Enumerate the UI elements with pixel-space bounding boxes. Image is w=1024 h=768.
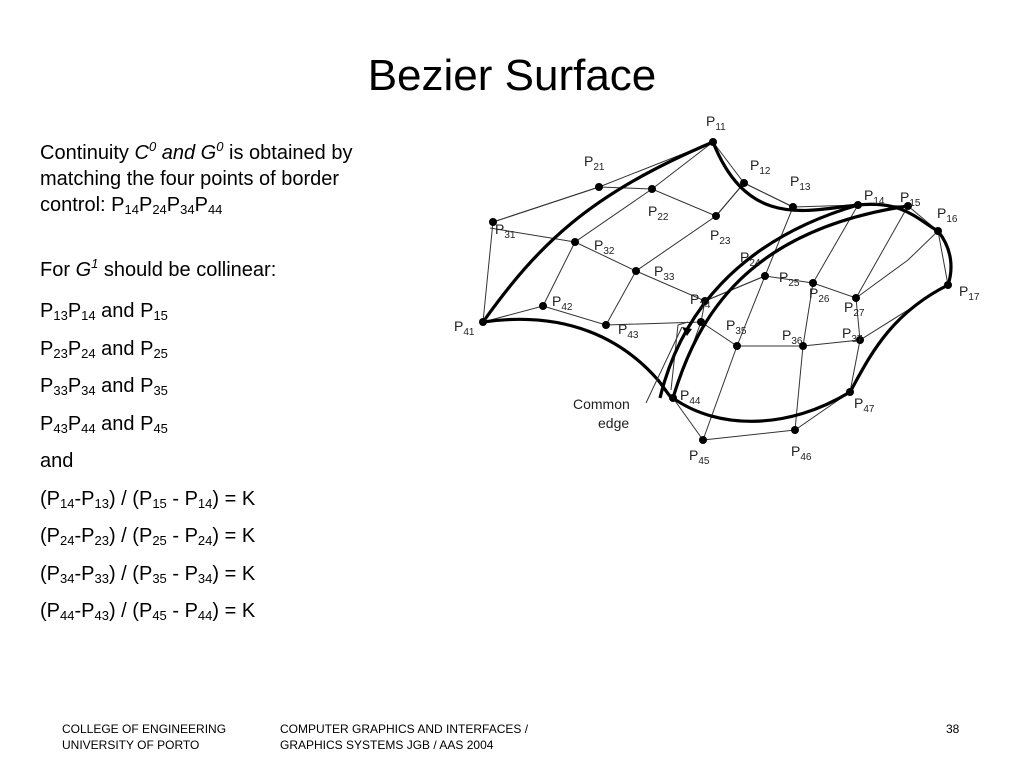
point-label: P16 (937, 205, 958, 225)
control-point (669, 394, 677, 402)
ratio-row-4: (P44-P43) / (P45 - P44) = K (40, 600, 256, 623)
control-points (479, 138, 952, 444)
common-edge-label-1: Common (573, 396, 630, 412)
collinear-row-3: P33P34 and P35 (40, 375, 168, 398)
point-label: P25 (779, 269, 800, 289)
control-point (789, 203, 797, 211)
control-line: control: P14P24P34P44 (40, 194, 223, 217)
control-point (854, 201, 862, 209)
point-label: P36 (782, 327, 803, 347)
control-point (595, 183, 603, 191)
point-label: P11 (706, 113, 726, 133)
control-point (571, 238, 579, 246)
surface-boundary (481, 140, 953, 423)
and-line: and (40, 450, 74, 472)
point-label: P42 (552, 293, 573, 313)
control-point (733, 342, 741, 350)
point-label: P45 (689, 447, 710, 467)
control-point (904, 202, 912, 210)
footer-middle: COMPUTER GRAPHICS AND INTERFACES / GRAPH… (280, 722, 529, 752)
point-label: P37 (842, 325, 863, 345)
point-label: P13 (790, 173, 811, 193)
ratio-row-1: (P14-P13) / (P15 - P14) = K (40, 487, 256, 511)
slide-body: Continuity C0 and G0 is obtained by matc… (40, 140, 460, 631)
control-point (697, 318, 705, 326)
control-point (799, 342, 807, 350)
point-label: P24 (740, 249, 761, 269)
control-point (602, 321, 610, 329)
control-point (489, 218, 497, 226)
point-label: P15 (900, 189, 921, 209)
ratio-row-3: (P34-P33) / (P35 - P34) = K (40, 562, 256, 586)
point-label: P22 (648, 203, 669, 223)
collinear-row-2: P23P24 and P25 (40, 337, 168, 361)
point-label: P41 (454, 318, 475, 338)
control-point (479, 318, 487, 326)
point-label: P31 (495, 221, 516, 241)
g1-heading: For G1 should be collinear: (40, 256, 277, 281)
common-edge-arrowhead (682, 327, 692, 336)
control-point (791, 426, 799, 434)
control-point (761, 272, 769, 280)
point-label: P17 (959, 283, 980, 303)
point-label: P44 (680, 387, 701, 407)
control-point (846, 388, 854, 396)
common-edge-label-2: edge (598, 415, 629, 431)
control-point (701, 297, 709, 305)
control-point (934, 227, 942, 235)
control-point (709, 138, 717, 146)
ratio-row-2: (P24-P23) / (P25 - P24) = K (40, 525, 256, 548)
control-point (852, 294, 860, 302)
point-label: P33 (654, 263, 675, 283)
footer-left: COLLEGE OF ENGINEERING UNIVERSITY OF POR… (62, 722, 227, 752)
point-label: P27 (844, 299, 865, 319)
point-label: P21 (584, 153, 605, 173)
point-label: P14 (864, 187, 885, 207)
point-label: P32 (594, 237, 615, 257)
point-label: P34 (690, 291, 711, 311)
point-label: P47 (854, 395, 875, 415)
control-point (632, 267, 640, 275)
control-point (856, 336, 864, 344)
control-point (648, 185, 656, 193)
control-point (539, 302, 547, 310)
continuity-line: Continuity C0 and G0 is obtained by (40, 139, 353, 164)
control-point (712, 212, 720, 220)
control-point (740, 179, 748, 187)
point-label: P26 (809, 285, 830, 305)
point-label: P12 (750, 157, 771, 177)
control-point (809, 279, 817, 287)
common-edge-pointer (645, 326, 683, 404)
point-label: P43 (618, 321, 639, 341)
collinear-row-1: P13P14 and P15 (40, 300, 168, 323)
page-number: 38 (946, 722, 960, 736)
matching-line: matching the four points of border (40, 168, 340, 190)
control-point (699, 436, 707, 444)
control-point (944, 281, 952, 289)
point-label: P46 (791, 443, 812, 463)
point-label: P23 (710, 227, 731, 247)
collinear-row-4: P43P44 and P45 (40, 412, 168, 436)
slide-title: Bezier Surface (367, 51, 657, 100)
point-label: P35 (726, 317, 747, 337)
